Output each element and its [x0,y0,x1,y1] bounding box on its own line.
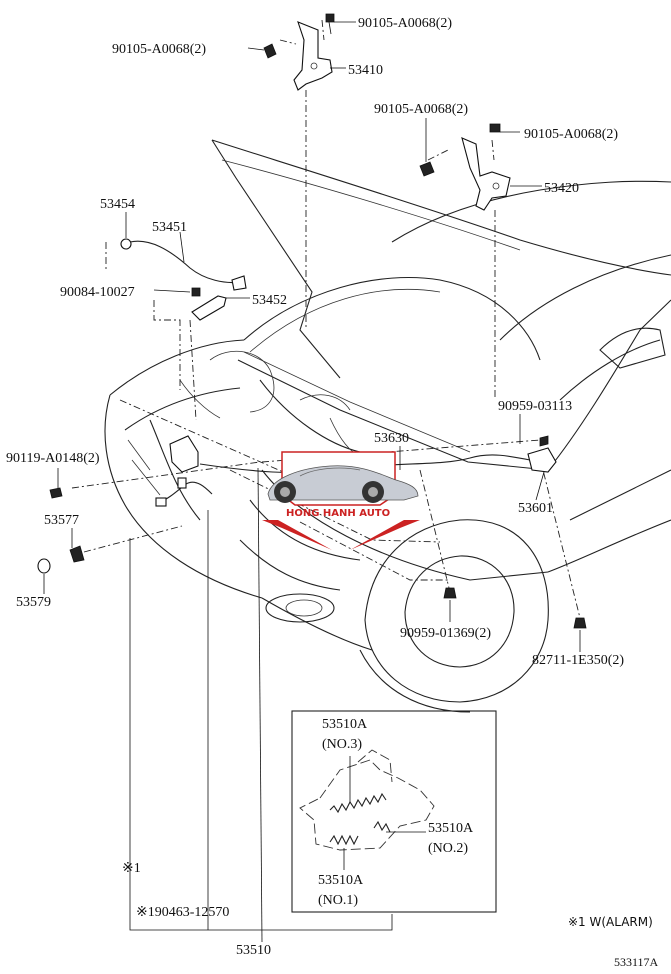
clip-icon [443,587,587,629]
label-53630: 53630 [374,431,409,446]
label-figure-code: 533117A [614,955,659,969]
release-lever [527,435,557,473]
label-spring-no1-code: 53510A [318,873,364,888]
bolt-icon [263,13,335,59]
label-spring-no2-tag: (NO.2) [428,841,468,856]
label-53451: 53451 [152,220,187,235]
label-wire-note: ※190463-12570 [136,905,229,920]
label-spring-no3-tag: (NO.3) [322,737,362,752]
label-53510: 53510 [236,943,271,958]
label-hinge-rh: 53420 [544,181,579,196]
watermark-text: HONG HANH AUTO [286,508,390,519]
spring-detail-box [291,710,497,913]
label-hinge-lh: 53410 [348,63,383,78]
watermark-logo [262,451,420,550]
label-bolt-mid-right: 90105-A0068(2) [524,127,618,142]
assembly-lines [71,19,581,619]
label-bolt-90959-03113: 90959-03113 [498,399,572,414]
hood-rod-holder [191,287,227,321]
hood-hinge-lh [293,21,333,91]
label-53601: 53601 [518,501,553,516]
alarm-wire [155,477,213,507]
leader-lines [43,21,581,943]
label-footnote: ※1 W(ALARM) [568,915,653,929]
label-53452: 53452 [252,293,287,308]
label-spring-no2-code: 53510A [428,821,474,836]
spring-no3 [329,756,387,814]
label-bolt-top-right: 90105-A0068(2) [358,16,452,31]
label-53579: 53579 [16,595,51,610]
spring-no1 [329,834,359,870]
label-bolt-90959-01369: 90959-01369(2) [400,626,491,641]
hood-hinge-rh [461,137,511,211]
label-note-mark: ※1 [122,861,141,876]
spring-no2 [373,820,426,833]
label-bolt-82711: 82711-1E350(2) [532,653,624,668]
label-spring-no1-tag: (NO.1) [318,893,358,908]
hood-lock [49,435,199,499]
label-clip-90084: 90084-10027 [60,285,135,300]
hood-cushion [37,545,85,574]
label-bolt-mid-left: 90105-A0068(2) [374,102,468,117]
label-bolt-top-left: 90105-A0068(2) [112,42,206,57]
label-bolt-90119: 90119-A0148(2) [6,451,100,466]
label-53577: 53577 [44,513,79,528]
hood-support-rod [120,238,247,291]
label-spring-no3-code: 53510A [322,717,368,732]
bolt-icon [419,123,501,177]
label-53454: 53454 [100,197,135,212]
hood-panel [211,139,671,379]
